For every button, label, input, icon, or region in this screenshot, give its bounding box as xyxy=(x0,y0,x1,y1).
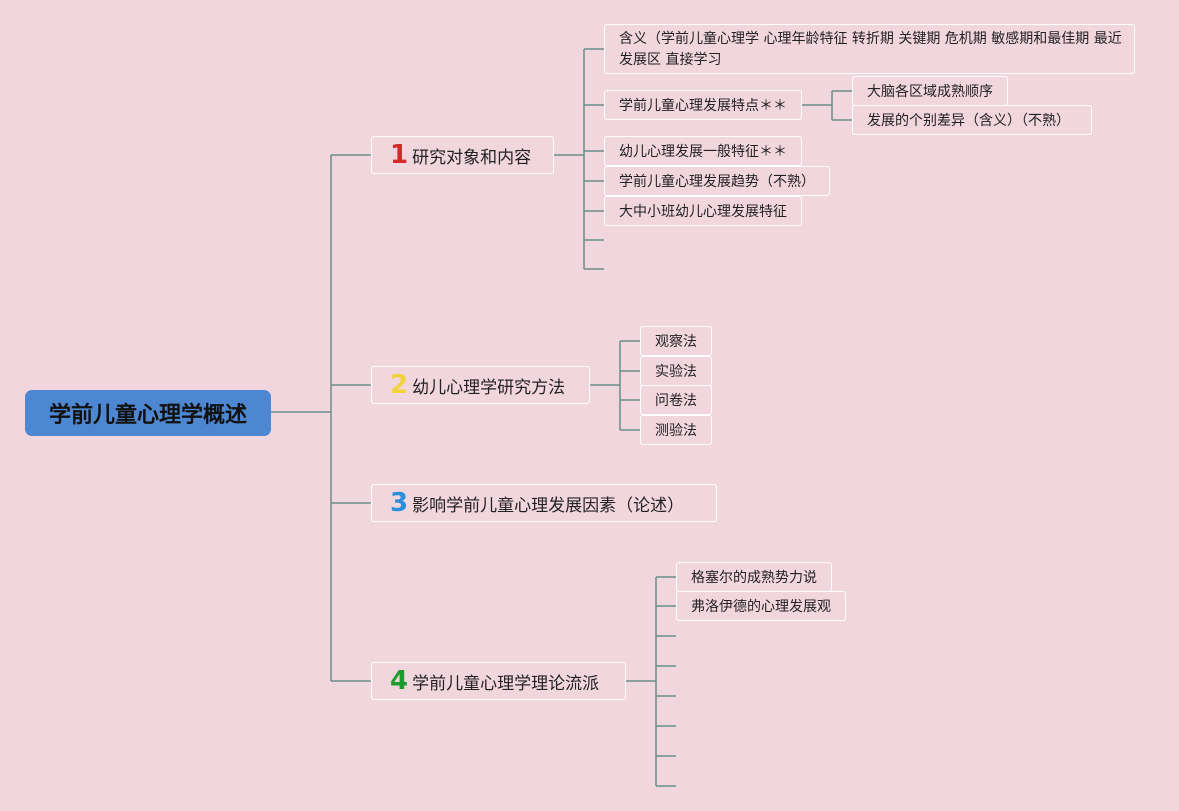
branch-2-child-test-label: 测验法 xyxy=(655,423,697,439)
branch-1-child-general[interactable]: 幼儿心理发展一般特征＊＊ xyxy=(604,136,802,166)
branch-4-child-freud[interactable]: 弗洛伊德的心理发展观 xyxy=(676,591,846,621)
branch-1-child-features-label: 学前儿童心理发展特点＊＊ xyxy=(619,98,787,114)
branch-4-label: 学前儿童心理学理论流派 xyxy=(412,673,600,694)
branch-2-child-questionnaire-label: 问卷法 xyxy=(655,393,697,409)
branch-1-child-classes-label: 大中小班幼儿心理发展特征 xyxy=(619,204,787,220)
branch-2-child-test[interactable]: 测验法 xyxy=(640,415,712,445)
branch-3-label: 影响学前儿童心理发展因素（论述） xyxy=(412,495,685,516)
branch-2-node[interactable]: 2 幼儿心理学研究方法 xyxy=(371,366,590,404)
branch-3-node[interactable]: 3 影响学前儿童心理发展因素（论述） xyxy=(371,484,717,522)
branch-1-child-classes[interactable]: 大中小班幼儿心理发展特征 xyxy=(604,196,802,226)
branch-4-node[interactable]: 4 学前儿童心理学理论流派 xyxy=(371,662,626,700)
root-label: 学前儿童心理学概述 xyxy=(48,403,247,428)
branch-1-sub-brain-order-label: 大脑各区域成熟顺序 xyxy=(867,84,993,100)
branch-1-node[interactable]: 1 研究对象和内容 xyxy=(371,136,554,174)
branch-4-number: 4 xyxy=(390,666,409,696)
branch-4-child-gesell[interactable]: 格塞尔的成熟势力说 xyxy=(676,562,832,592)
branch-1-sub-individual-diff-label: 发展的个别差异（含义）（不熟） xyxy=(867,113,1070,129)
branch-2-child-experiment[interactable]: 实验法 xyxy=(640,356,712,386)
branch-4-child-freud-label: 弗洛伊德的心理发展观 xyxy=(691,599,831,615)
branch-2-child-observation[interactable]: 观察法 xyxy=(640,326,712,356)
branch-1-child-features[interactable]: 学前儿童心理发展特点＊＊ xyxy=(604,90,802,120)
branch-1-sub-individual-diff[interactable]: 发展的个别差异（含义）（不熟） xyxy=(852,105,1092,135)
branch-1-number: 1 xyxy=(390,140,409,170)
branch-2-child-experiment-label: 实验法 xyxy=(655,364,697,380)
branch-2-child-observation-label: 观察法 xyxy=(655,334,697,350)
branch-3-number: 3 xyxy=(390,488,409,518)
root-node[interactable]: 学前儿童心理学概述 xyxy=(25,390,271,436)
branch-1-child-general-label: 幼儿心理发展一般特征＊＊ xyxy=(619,144,787,160)
branch-1-label: 研究对象和内容 xyxy=(412,147,532,168)
branch-1-sub-brain-order[interactable]: 大脑各区域成熟顺序 xyxy=(852,76,1008,106)
branch-2-child-questionnaire[interactable]: 问卷法 xyxy=(640,385,712,415)
branch-2-number: 2 xyxy=(390,370,409,400)
branch-4-child-gesell-label: 格塞尔的成熟势力说 xyxy=(691,570,817,586)
branch-1-child-meaning-label: 含义（学前儿童心理学 心理年龄特征 转折期 关键期 危机期 敏感期和最佳期 最近… xyxy=(619,31,1122,68)
branch-1-child-trend[interactable]: 学前儿童心理发展趋势（不熟） xyxy=(604,166,830,196)
branch-1-child-meaning[interactable]: 含义（学前儿童心理学 心理年龄特征 转折期 关键期 危机期 敏感期和最佳期 最近… xyxy=(604,24,1135,74)
branch-2-label: 幼儿心理学研究方法 xyxy=(412,377,566,398)
branch-1-child-trend-label: 学前儿童心理发展趋势（不熟） xyxy=(619,174,815,190)
